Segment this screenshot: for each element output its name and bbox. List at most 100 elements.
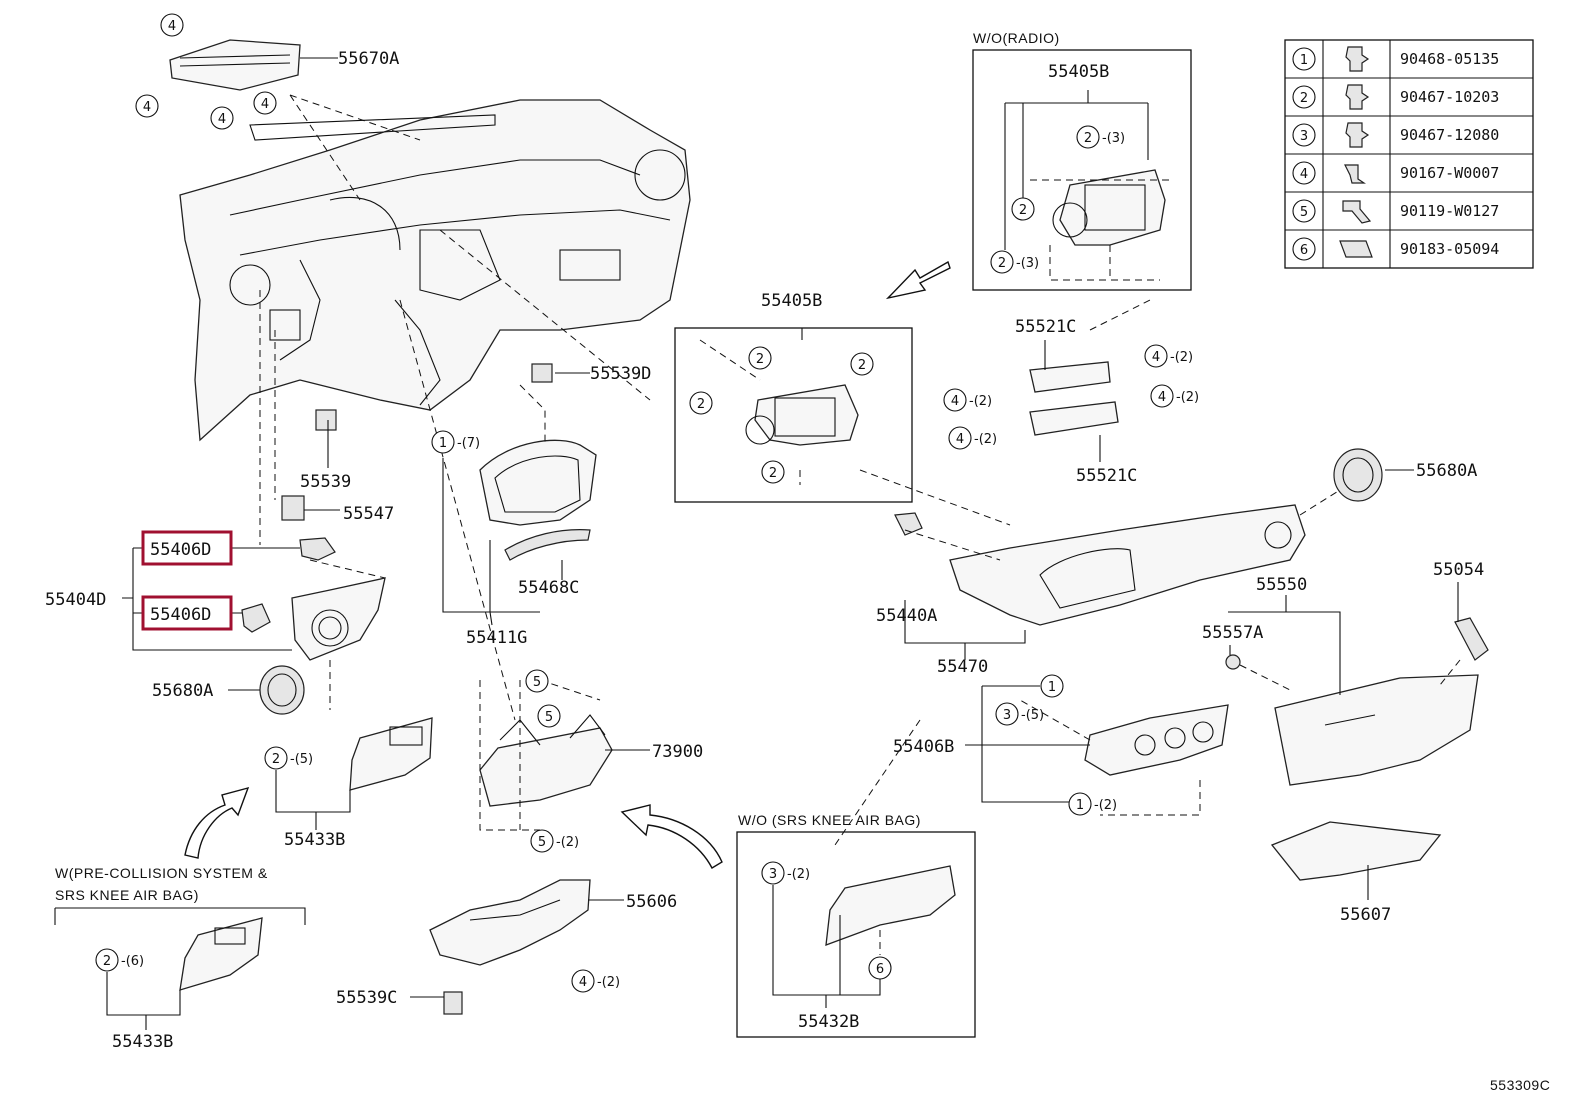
callout-c5: 1-(7)	[431, 430, 480, 454]
part-label-55680A-right: 55680A	[1416, 461, 1477, 481]
callout-c4: 4	[253, 91, 277, 115]
leader-lines	[259, 94, 1461, 955]
callout-c11: 2 -(6)	[95, 948, 144, 972]
part-55680A-right-drawing	[1333, 448, 1383, 502]
part-label-55539: 55539	[300, 472, 351, 492]
part-label-55411G: 55411G	[466, 628, 527, 648]
callout-circle	[135, 94, 159, 118]
callout-number: 1	[439, 436, 447, 451]
part-label-55606: 55606	[626, 892, 677, 912]
callout-c6: 2 -(5)	[264, 746, 313, 770]
callout-c1: 4	[160, 13, 184, 37]
callout-c19: 2	[1011, 197, 1035, 221]
part-55411G-drawing	[479, 439, 597, 526]
callout-c18: 2-(3)	[1076, 125, 1125, 149]
callout-number: 2	[756, 352, 764, 367]
callout-circle	[1068, 792, 1092, 816]
callout-quantity: -(2)	[556, 835, 579, 850]
part-55470-drawing	[949, 504, 1306, 626]
callout-quantity: -(2)	[1170, 350, 1193, 365]
callout-number: 4	[956, 432, 964, 447]
flow-arrows	[184, 260, 951, 869]
callout-circle	[1144, 344, 1168, 368]
screw-icon	[1344, 164, 1366, 184]
callout-c26: 3-(5)	[995, 702, 1044, 726]
part-73900-drawing	[479, 714, 613, 807]
fastener-number: 2	[1300, 91, 1308, 106]
callout-number: 5	[533, 675, 541, 690]
part-55406D-upper-drawing	[299, 537, 336, 561]
callout-c24: 4-(2)	[948, 426, 997, 450]
part-55406B-drawing	[1084, 704, 1229, 776]
callout-circle	[571, 969, 595, 993]
callout-number: 2	[697, 397, 705, 412]
part-55539D-drawing	[531, 363, 553, 383]
part-label-55607: 55607	[1340, 905, 1391, 925]
part-55539C-drawing	[443, 991, 463, 1015]
callout-number: 2	[272, 752, 280, 767]
callout-circle	[431, 430, 455, 454]
callout-number: 2	[1019, 203, 1027, 218]
part-55468C-drawing	[504, 529, 591, 561]
wo-srs-knee-box	[736, 831, 976, 1038]
part-label-55680A-left: 55680A	[152, 681, 213, 701]
callout-c3: 4	[210, 106, 234, 130]
callout-circle	[948, 426, 972, 450]
callout-lines	[106, 57, 1459, 1030]
callout-number: 4	[168, 19, 176, 34]
part-55607-drawing	[1270, 821, 1442, 881]
arrow-icon	[184, 786, 250, 859]
callout-circle	[95, 948, 119, 972]
callout-number: 4	[951, 394, 959, 409]
callout-circle	[748, 346, 772, 370]
callout-circle	[761, 460, 785, 484]
clip-icon	[1345, 122, 1370, 148]
fastener-number: 3	[1300, 129, 1308, 144]
callout-c7: 5	[525, 669, 549, 693]
callout-quantity: -(3)	[1102, 131, 1125, 146]
part-label-55406B: 55406B	[893, 737, 954, 757]
fastener-number: 1	[1300, 53, 1308, 68]
callout-c15: 2	[850, 352, 874, 376]
callout-circle	[525, 669, 549, 693]
callout-circle	[943, 388, 967, 412]
part-label-55468C: 55468C	[518, 578, 579, 598]
fastener-number-circle	[1292, 47, 1316, 71]
part-label-55433B: 55433B	[284, 830, 345, 850]
part-label-55670A: 55670A	[338, 49, 399, 69]
callout-number: 2	[103, 954, 111, 969]
part-55606-drawing	[429, 879, 591, 966]
part-label-55404D: 55404D	[45, 590, 106, 610]
callout-quantity: -(6)	[121, 954, 144, 969]
callout-quantity: -(5)	[290, 752, 313, 767]
caption-w-pre-collision-line1: W(PRE-COLLISION SYSTEM &	[55, 865, 268, 881]
part-label-55550: 55550	[1256, 575, 1307, 595]
fastener-part-number: 90467-10203	[1400, 88, 1499, 106]
caption-wo-srs-knee-air-bag: W/O (SRS KNEE AIR BAG)	[738, 812, 921, 828]
part-label-55539C: 55539C	[336, 988, 397, 1008]
callout-number: 1	[1076, 798, 1084, 813]
callout-quantity: -(2)	[1176, 390, 1199, 405]
callout-c12: 3-(2)	[761, 861, 810, 885]
part-55680A-left-drawing	[259, 665, 305, 715]
fastener-number-circle	[1292, 85, 1316, 109]
fastener-number-circle	[1292, 237, 1316, 261]
caption-wo-radio: W/O(RADIO)	[973, 30, 1060, 46]
fastener-number: 4	[1300, 167, 1308, 182]
caption-w-pre-collision-line2: SRS KNEE AIR BAG)	[55, 887, 199, 903]
callout-number: 2	[998, 256, 1006, 271]
fastener-number: 6	[1300, 243, 1308, 258]
callout-number: 6	[876, 962, 884, 977]
part-label-55557A: 55557A	[1202, 623, 1263, 643]
callout-c14: 2	[748, 346, 772, 370]
callout-circle	[689, 391, 713, 415]
callout-number: 4	[261, 97, 269, 112]
callout-circle	[868, 956, 892, 980]
instrument-panel-drawing	[179, 99, 691, 442]
callout-quantity: -(5)	[1021, 708, 1044, 723]
callout-circle	[1150, 384, 1174, 408]
part-labels: 55670A55539D555395554755406D55406D55404D…	[45, 49, 1484, 1052]
part-label-55539D: 55539D	[590, 364, 651, 384]
